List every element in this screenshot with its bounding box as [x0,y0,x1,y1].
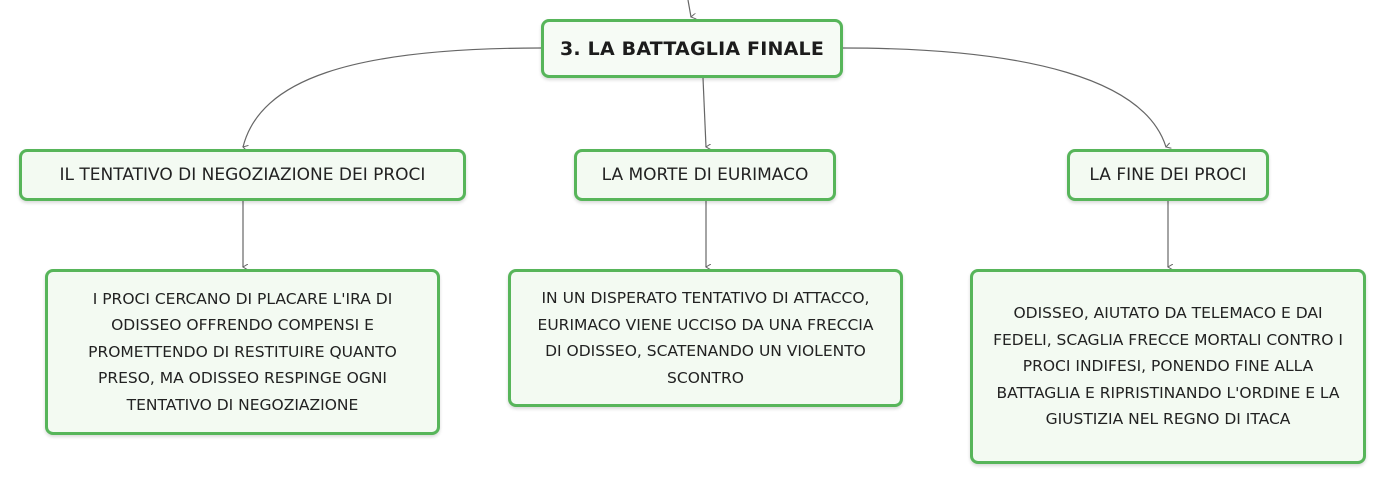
connector-parent-to-root [687,0,691,17]
connector-root-to-topic-2 [702,77,706,147]
detail-node-fine-proci[interactable]: ODISSEO, AIUTATO DA TELEMACO E DAI FEDEL… [970,269,1366,464]
root-node[interactable]: 3. LA BATTAGLIA FINALE [541,19,843,78]
root-label: 3. LA BATTAGLIA FINALE [559,37,824,60]
detail-text: I PROCI CERCANO DI PLACARE L'IRA DI ODIS… [88,289,397,414]
topic-label: IL TENTATIVO DI NEGOZIAZIONE DEI PROCI [59,165,426,185]
topic-node-negoziazione[interactable]: IL TENTATIVO DI NEGOZIAZIONE DEI PROCI [19,149,466,201]
topic-label: LA MORTE DI EURIMACO [601,165,809,185]
connector-root-to-topic-1 [243,47,542,147]
detail-text: IN UN DISPERATO TENTATIVO DI ATTACCO, EU… [537,289,874,387]
detail-node-negoziazione[interactable]: I PROCI CERCANO DI PLACARE L'IRA DI ODIS… [45,269,440,435]
detail-node-morte-eurimaco[interactable]: IN UN DISPERATO TENTATIVO DI ATTACCO, EU… [508,269,903,407]
topic-label: LA FINE DEI PROCI [1089,165,1247,185]
topic-node-fine-proci[interactable]: LA FINE DEI PROCI [1067,149,1269,201]
topic-node-morte-eurimaco[interactable]: LA MORTE DI EURIMACO [574,149,836,201]
connector-root-to-topic-3 [842,47,1166,147]
detail-text: ODISSEO, AIUTATO DA TELEMACO E DAI FEDEL… [993,304,1343,429]
